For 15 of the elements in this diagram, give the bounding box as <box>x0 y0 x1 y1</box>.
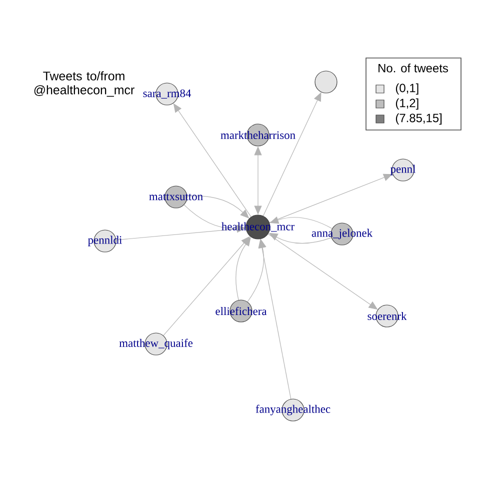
network-node: matthew_quaife <box>119 332 193 356</box>
network-node: sara_rm84 <box>143 82 191 106</box>
node-circle <box>314 70 338 94</box>
network-node: soerenrk <box>368 304 407 328</box>
network-node: pennldi <box>88 230 122 252</box>
arrow <box>258 239 292 400</box>
legend-title: No. of tweets <box>378 64 448 72</box>
chart-title: Tweets to/from @healthecon_mcr <box>34 71 134 97</box>
legend-label: (1,2] <box>396 98 418 110</box>
network-node: pennl <box>390 158 416 182</box>
network-node: mattxsutton <box>149 186 203 208</box>
legend-label: (7.85,15] <box>396 113 442 125</box>
network-node: fanyanghealthec <box>256 398 330 422</box>
legend-label: (0,1] <box>396 83 418 95</box>
arrow <box>163 236 250 336</box>
